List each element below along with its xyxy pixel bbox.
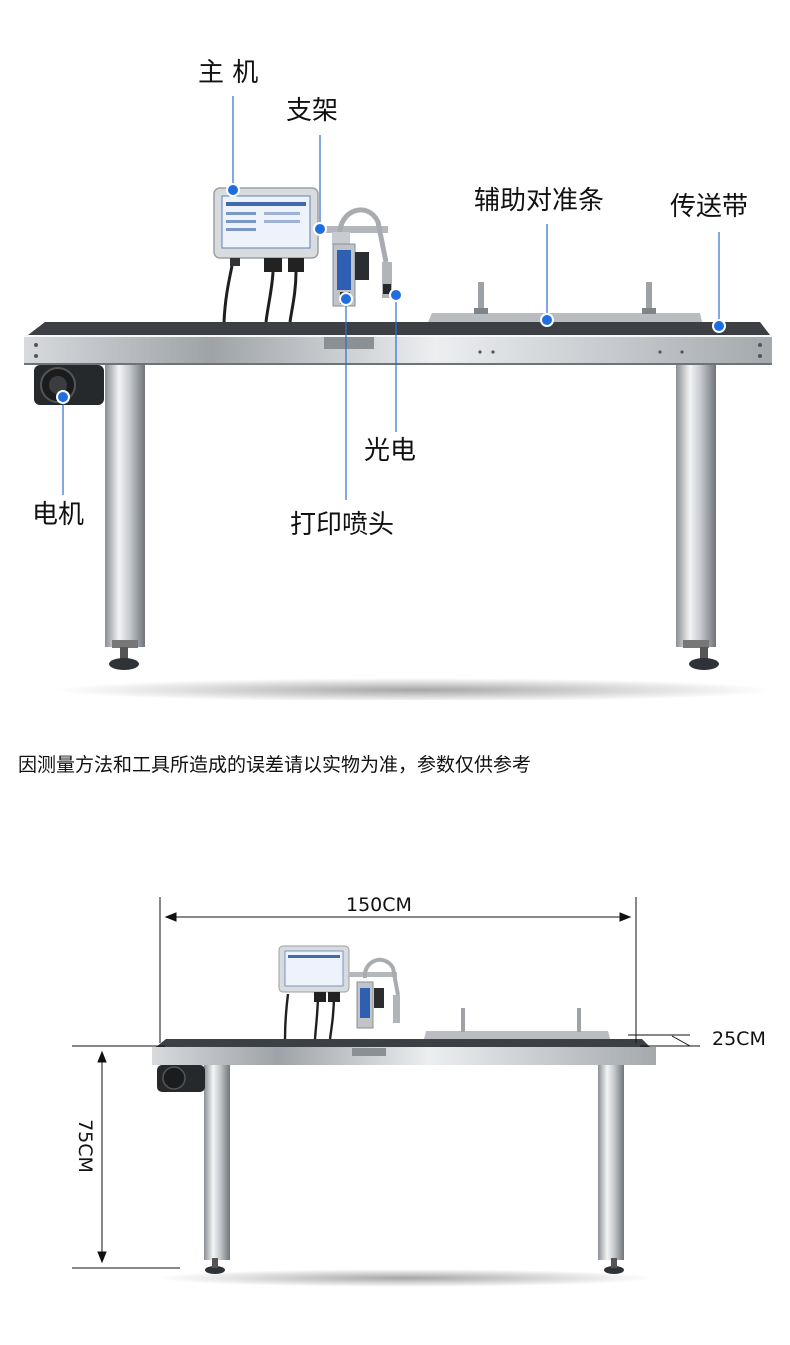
- belt-surface: [28, 322, 770, 335]
- frame-rail: [24, 335, 772, 365]
- callout-dots: [56, 183, 726, 404]
- callout-motor: 电机: [32, 500, 85, 530]
- callout-conveyor-belt: 传送带: [670, 192, 749, 222]
- bracket-arm: [337, 207, 389, 263]
- small-frame: [152, 1047, 656, 1065]
- machine-illustration: [24, 96, 775, 700]
- right-leg: [676, 362, 716, 647]
- small-belt: [156, 1039, 650, 1047]
- left-leg: [105, 362, 145, 647]
- dimension-height: 75CM: [73, 1119, 96, 1173]
- dimension-lines: [72, 897, 700, 1269]
- dimension-width: 25CM: [712, 1028, 766, 1050]
- callout-bracket: 支架: [286, 96, 339, 126]
- callout-photoelectric: 光电: [364, 436, 417, 466]
- floor-shadow: [55, 678, 775, 700]
- callout-print-head: 打印喷头: [290, 510, 395, 540]
- bracket-bar: [318, 226, 388, 233]
- right-foot: [689, 658, 719, 670]
- small-left-leg: [204, 1064, 230, 1260]
- dimension-length: 150CM: [346, 894, 412, 916]
- left-foot: [109, 658, 139, 670]
- alignment-strip: [428, 313, 702, 322]
- callout-host: 主 机: [198, 58, 259, 88]
- callout-lines: [62, 96, 720, 500]
- photo-sensor: [382, 262, 392, 298]
- small-right-leg: [598, 1064, 624, 1260]
- callout-alignment-strip: 辅助对准条: [474, 186, 605, 216]
- measurement-disclaimer: 因测量方法和工具所造成的误差请以实物为准，参数仅供参考: [18, 754, 532, 776]
